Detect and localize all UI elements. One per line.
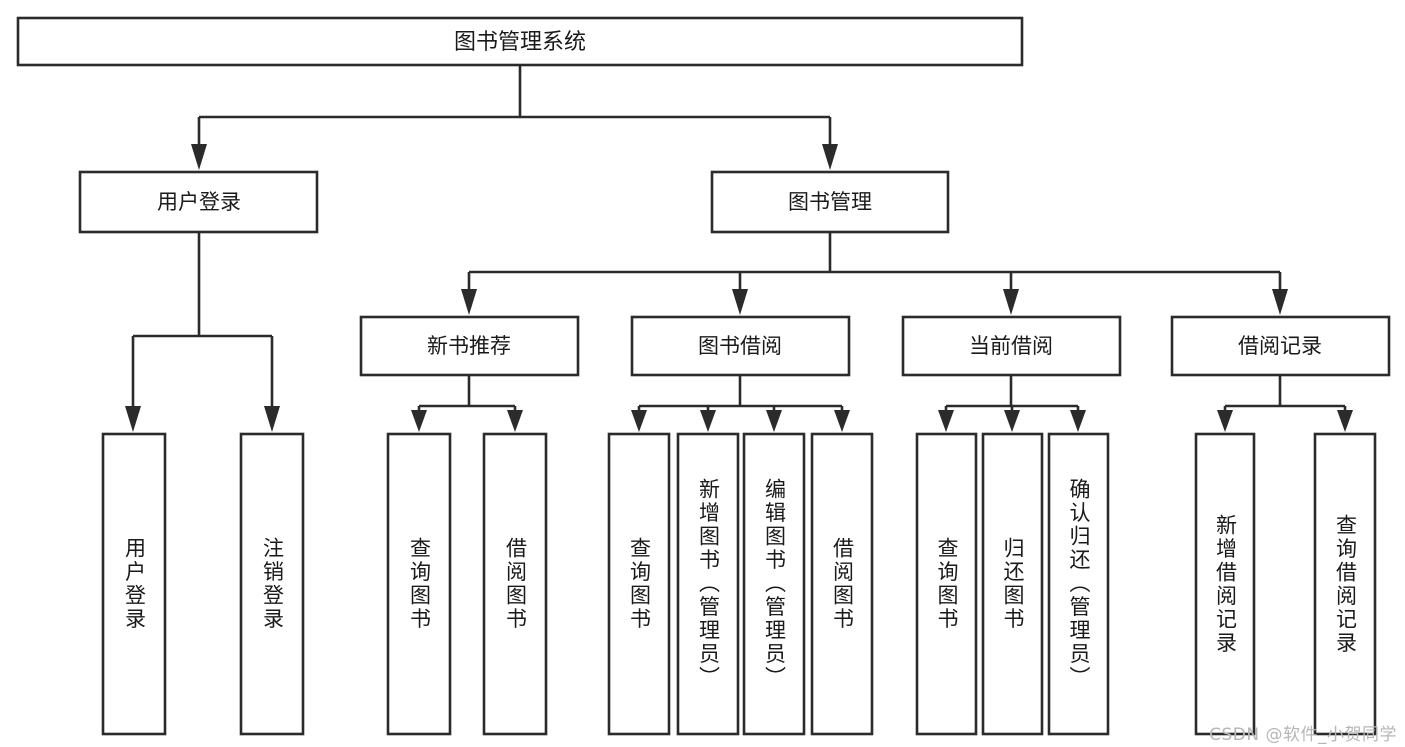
leaf-add-book-box[interactable] (676, 432, 740, 736)
arrowhead-leaf-borrow-book (834, 410, 850, 432)
arrowhead-leaf-query-book-borrow (631, 410, 647, 432)
node-current-borrow-label: 当前借阅 (969, 334, 1053, 358)
node-new-book-rec-label: 新书推荐 (427, 334, 511, 358)
leaf-confirm-return-box[interactable] (1047, 432, 1110, 736)
arrowhead-leaf-edit-book (766, 410, 782, 432)
edge-book-borrow-to-leaves (637, 375, 844, 412)
leaf-query-book-borrow-box[interactable] (607, 432, 671, 736)
edge-root-to-bus (197, 65, 832, 146)
node-current-borrow-box[interactable] (901, 315, 1122, 377)
arrowhead-leaf-logout-login (264, 406, 280, 432)
node-root-label: 图书管理系统 (454, 30, 586, 55)
arrowhead-leaf-query-book-current (938, 410, 954, 432)
node-book-borrow[interactable]: 图书借阅 (630, 315, 851, 377)
leaf-borrow-book-box[interactable] (810, 432, 874, 736)
arrowhead-leaf-query-record (1337, 410, 1353, 432)
node-user-login-box[interactable] (78, 170, 319, 234)
node-borrow-record-box[interactable] (1170, 315, 1391, 377)
watermark-text: CSDN @软件_小贺同学 (1209, 725, 1397, 745)
node-book-manage[interactable]: 图书管理 (710, 170, 950, 234)
arrowhead-current-borrow (1003, 289, 1019, 315)
arrowhead-new-book-rec (461, 289, 477, 315)
arrowhead-leaf-confirm-return (1070, 410, 1086, 432)
connector-layer (125, 65, 1353, 432)
arrowhead-user-login (191, 144, 207, 170)
node-borrow-record-label: 借阅记录 (1238, 334, 1322, 358)
node-new-book-rec-box[interactable] (359, 315, 580, 377)
leaf-add-record-box[interactable] (1194, 432, 1256, 736)
node-layer: 图书管理系统 用户登录 图书管理 新书推荐 图书借阅 当前借阅 (16, 16, 1391, 377)
edge-borrow-record-to-leaves (1223, 375, 1347, 412)
node-user-login[interactable]: 用户登录 (78, 170, 319, 234)
node-book-manage-label: 图书管理 (788, 190, 872, 214)
leaf-edit-book-box[interactable] (742, 432, 806, 736)
arrowhead-leaf-query-book-rec (411, 410, 427, 432)
arrowhead-leaf-return-book (1004, 410, 1020, 432)
edge-current-borrow-to-leaves (944, 375, 1080, 412)
arrowhead-leaf-borrow-book-rec (507, 410, 523, 432)
edge-book-manage-to-bus (467, 232, 1282, 291)
node-user-login-label: 用户登录 (157, 190, 241, 214)
leaf-return-book-box[interactable] (981, 432, 1044, 736)
edge-user-login-to-bus (131, 232, 274, 408)
leaf-query-book-current-box[interactable] (915, 432, 978, 736)
node-root-box[interactable] (16, 16, 1024, 67)
node-borrow-record[interactable]: 借阅记录 (1170, 315, 1391, 377)
node-book-borrow-label: 图书借阅 (698, 334, 782, 358)
leaf-logout-login-box[interactable] (239, 432, 305, 736)
edge-new-book-rec-to-leaves (417, 375, 517, 412)
node-book-borrow-box[interactable] (630, 315, 851, 377)
node-book-manage-box[interactable] (710, 170, 950, 234)
arrowhead-leaf-user-login (125, 406, 141, 432)
leaf-user-login-box[interactable] (101, 432, 167, 736)
leaf-query-book-rec-box[interactable] (386, 432, 452, 736)
leaf-query-record-box[interactable] (1313, 432, 1377, 736)
leaf-borrow-book-rec-box[interactable] (482, 432, 548, 736)
node-new-book-rec[interactable]: 新书推荐 (359, 315, 580, 377)
arrowhead-book-borrow (732, 289, 748, 315)
arrowhead-leaf-add-book (700, 410, 716, 432)
arrowhead-book-manage (822, 144, 838, 170)
arrowhead-borrow-record (1272, 289, 1288, 315)
node-root[interactable]: 图书管理系统 (16, 16, 1024, 67)
arrowhead-leaf-add-record (1217, 410, 1233, 432)
leaf-box-layer (101, 432, 1377, 736)
node-current-borrow[interactable]: 当前借阅 (901, 315, 1122, 377)
